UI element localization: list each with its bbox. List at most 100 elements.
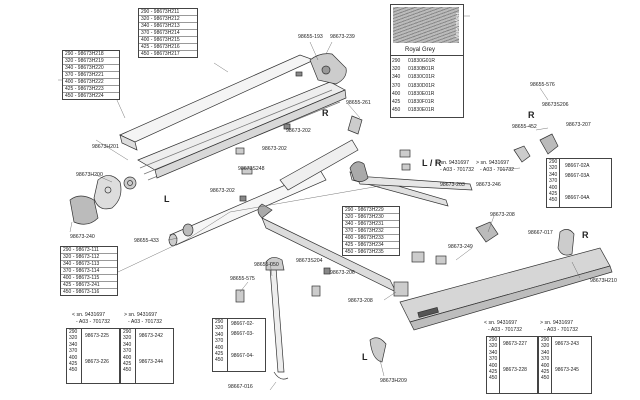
callout-98655-261: 98655-261 <box>346 100 371 106</box>
callout-98673-208-a: 98673-208 <box>490 212 515 218</box>
callout-98673H201: 98673H201 <box>92 144 119 150</box>
grid-code: 98673-243 <box>555 341 579 347</box>
size-list-left-2: 290 - 98673-111 320 - 98673-112 340 - 98… <box>60 246 118 296</box>
callout-98673-202-b: 98673-202 <box>262 146 287 152</box>
side-letter-r-3: R <box>582 230 589 240</box>
size-row: 340 - 98673-113 <box>61 261 117 268</box>
grid-code: 98673-225 <box>85 333 109 339</box>
size-row: 400 - 98673-115 <box>61 275 117 282</box>
size-row: 400 - 98673H222 <box>63 79 119 86</box>
callout-98673-203: 98673-203 <box>440 182 465 188</box>
callout-98673-208-b: 98673-208 <box>348 298 373 304</box>
fabric-swatch: Royal Grey <box>393 7 460 43</box>
grid-code: 98673-228 <box>503 367 527 373</box>
size-row: 340 - 98673H220 <box>63 65 119 72</box>
callout-98673S248: 98673S248 <box>238 166 265 172</box>
motor-cap <box>69 195 99 225</box>
callout-98673-239: 98673-239 <box>330 34 355 40</box>
grid-code: 98673-244 <box>139 359 163 365</box>
grid-code: 98673-227 <box>503 341 527 347</box>
size-row: 425 - 98673H216 <box>139 44 197 51</box>
callout-98673H210: 98673H210 <box>590 278 617 284</box>
size-row: 290 - 98673H211 <box>139 9 197 16</box>
size-row: 320 - 98673H219 <box>63 58 119 65</box>
callout-98673S206: 98673S206 <box>542 102 569 108</box>
callout-98655-193: 98655-193 <box>298 34 323 40</box>
end-cap-right <box>557 229 575 256</box>
size-row: 425 - 98673-241 <box>61 282 117 289</box>
side-letter-l-2: L <box>362 352 368 362</box>
size-row: 450 - 98673-116 <box>63 289 100 295</box>
serial-note: - A03 - 701732 <box>544 327 579 333</box>
side-letter-r: R <box>322 108 329 118</box>
callout-98655-576: 98655-576 <box>530 82 555 88</box>
size-row: 320 - 98673H212 <box>139 16 197 23</box>
size-row: 340 - 98673H213 <box>139 23 197 30</box>
grid-code: 98673-245 <box>555 367 579 373</box>
callout-98655-433: 98655-433 <box>134 238 159 244</box>
end-cap-left <box>93 175 122 210</box>
grid-code: 98667-02- <box>231 321 254 327</box>
serial-note: > sn. 9431697 <box>476 160 510 166</box>
callout-98667-016: 98667-016 <box>228 384 253 390</box>
callout-98673-246: 98673-246 <box>476 182 501 188</box>
size-row: 425 - 98673H223 <box>63 86 119 93</box>
serial-note: > sn. 9431697 <box>124 312 158 318</box>
size-row: 370 - 98673H221 <box>63 72 119 79</box>
serial-note: < sn. 9431697 <box>436 160 470 166</box>
serial-note: - A03 - 701732 <box>440 167 475 173</box>
size-row: 340 - 98673H231 <box>343 221 399 228</box>
callout-98673-240: 98673-240 <box>70 234 95 240</box>
size-row: 320 - 98673H230 <box>343 214 399 221</box>
callout-98667-017: 98667-017 <box>528 230 553 236</box>
callout-98673H200: 98673H200 <box>76 172 103 178</box>
side-letter-l: L <box>164 194 170 204</box>
size-row: 400 - 98673H215 <box>139 37 197 44</box>
grid-code: 98667-02A <box>565 163 590 169</box>
grid-code: 98667-04- <box>231 353 254 359</box>
serial-note: - A03 - 701732 <box>76 319 111 325</box>
grid-code: 98673-226 <box>85 359 109 365</box>
color-header: Royal Grey <box>405 47 436 53</box>
callout-98673H209: 98673H209 <box>380 378 407 384</box>
size-row: 290 - 98673H218 <box>63 51 119 58</box>
side-letter-lr: L / R <box>422 158 442 168</box>
size-row: 370 - 98673-114 <box>61 268 117 275</box>
size-list-top: 290 - 98673H211 320 - 98673H212 340 - 98… <box>138 8 198 58</box>
grid-code: 98667-03- <box>231 331 254 337</box>
serial-note: < sn. 9431697 <box>72 312 106 318</box>
callout-98673-249: 98673-249 <box>448 244 473 250</box>
size-row: 450 - 98673H224 <box>65 93 104 99</box>
callout-98673-206: 98673-206 <box>330 270 355 276</box>
size-row: 370 - 98673H232 <box>343 228 399 235</box>
serial-note: > sn. 9431697 <box>540 320 574 326</box>
size-row: 290 - 98673-111 <box>61 247 117 254</box>
callout-98673S204: 98673S204 <box>296 258 323 264</box>
swatch-label: Royal Grey <box>454 13 460 39</box>
grid-code: 98673-242 <box>139 333 163 339</box>
support-leg <box>269 267 285 373</box>
size-list-mid: 290 - 98673H229 320 - 98673H230 340 - 98… <box>342 206 400 256</box>
serial-note: - A03 - 701732 <box>488 327 523 333</box>
callout-98655-050: 98655-050 <box>254 262 279 268</box>
callout-98655-452: 98655-452 <box>512 124 537 130</box>
size-row: 400 - 98673H233 <box>343 235 399 242</box>
callout-98655-575: 98655-575 <box>230 276 255 282</box>
size-row: 450 - 98673H235 <box>345 249 384 255</box>
size-row: 450 - 98673H217 <box>141 51 180 57</box>
grid-code: 98667-04A <box>565 195 590 201</box>
callout-98673-207: 98673-207 <box>566 122 591 128</box>
size-list-left: 290 - 98673H218 320 - 98673H219 340 - 98… <box>62 50 120 100</box>
size-row: 425 - 98673H234 <box>343 242 399 249</box>
side-letter-r-2: R <box>528 110 535 120</box>
size-row: 290 - 98673H229 <box>343 207 399 214</box>
